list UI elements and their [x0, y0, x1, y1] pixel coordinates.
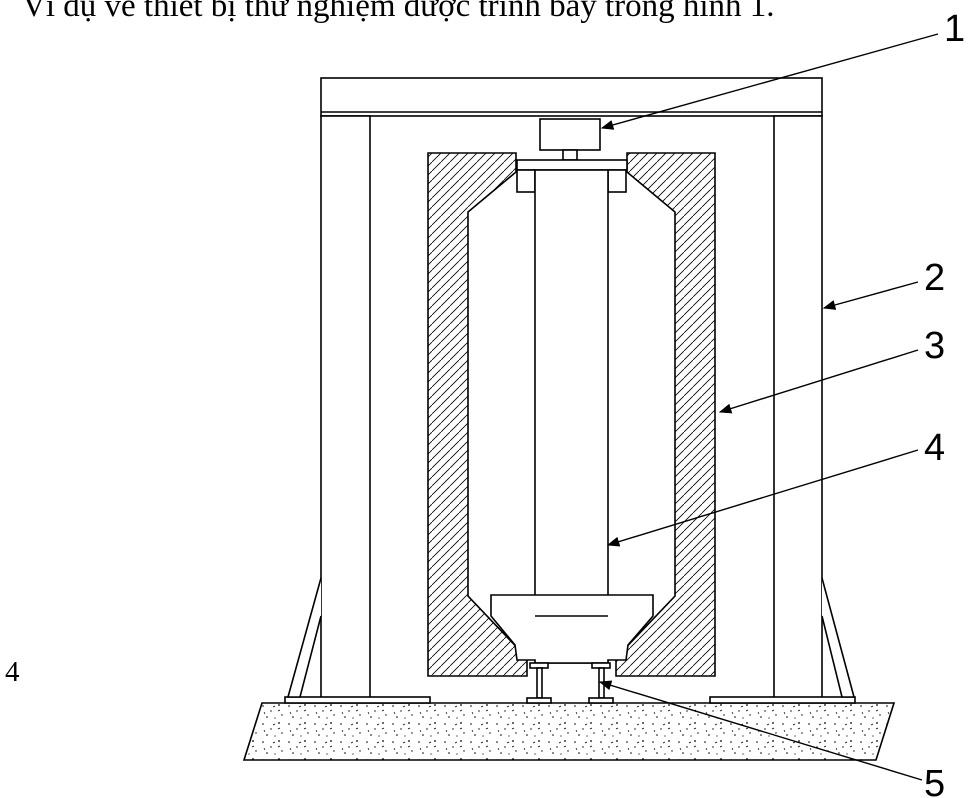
- top-loading-plate: [516, 159, 628, 171]
- load-cell: [539, 118, 601, 151]
- leader-2: [822, 281, 919, 310]
- frame-top-beam: [320, 77, 823, 117]
- callout-4: 4: [924, 427, 945, 469]
- callout-1: 1: [944, 8, 965, 50]
- callout-5: 5: [924, 763, 945, 798]
- base-plate-left: [284, 696, 431, 704]
- callout-2: 2: [924, 257, 945, 299]
- leader-4: [606, 449, 919, 547]
- i-beam-supports: [526, 662, 614, 704]
- frame-column-right: [773, 115, 823, 703]
- leader-3: [718, 349, 919, 414]
- page-number: 4: [5, 656, 20, 688]
- base-plate-right: [709, 696, 856, 704]
- frame-column-left: [320, 115, 371, 703]
- stiffener-right: [821, 577, 856, 698]
- caption-text: Ví dụ về thiết bị thử nghiệm được trình …: [22, 0, 775, 24]
- furnace-wall-left: [427, 152, 528, 677]
- leader-5: [598, 680, 923, 781]
- leader-1: [600, 33, 939, 130]
- test-column-specimen: [534, 169, 609, 664]
- concrete-base: [242, 702, 896, 761]
- callout-3: 3: [924, 325, 945, 367]
- stiffener-left: [286, 577, 322, 698]
